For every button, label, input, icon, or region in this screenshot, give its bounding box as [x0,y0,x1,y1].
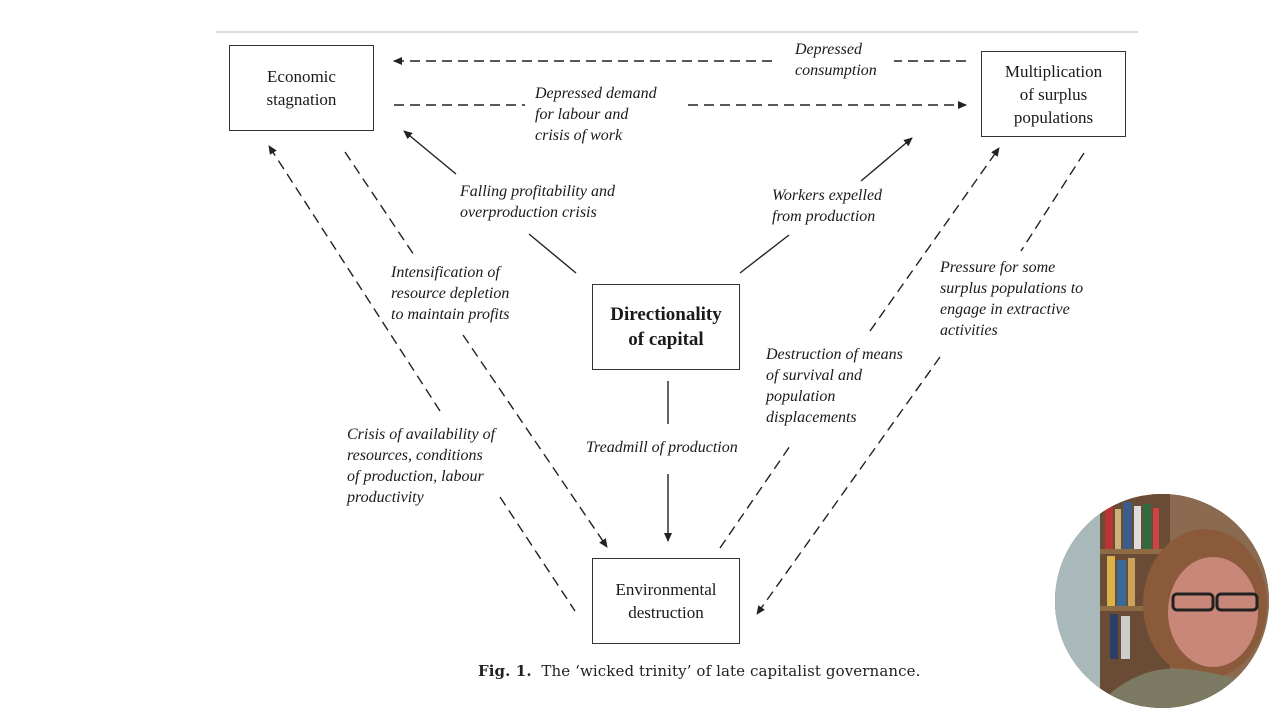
node-directionality-of-capital: Directionality of capital [592,284,740,370]
edge-intensification-lower [462,334,608,548]
edge-pressure-upper [1020,152,1085,252]
edge-crisis-availability-lower [499,496,576,612]
caption-prefix: Fig. 1. [478,662,532,680]
edge-workers-expelled-upper [860,137,913,182]
node-environmental-destruction: Environmental destruction [592,558,740,644]
edge-crisis-availability-upper [268,145,441,412]
presenter-webcam-video [1055,494,1269,708]
edge-falling-profitability-lower [528,233,577,274]
label-depressed-demand: Depressed demand for labour and crisis o… [535,85,657,144]
edge-pressure-lower [756,356,941,615]
label-falling-profitability: Falling profitability and overproduction… [460,183,615,221]
page-top-divider [216,31,1138,33]
edge-falling-profitability-upper [403,130,457,175]
figure-caption: Fig. 1. The ‘wicked trinity’ of late cap… [478,662,920,680]
node-surplus-populations: Multiplication of surplus populations [981,51,1126,137]
caption-text: The ‘wicked trinity’ of late capitalist … [541,662,921,680]
edge-destruction-means-upper [869,147,1000,332]
label-crisis-of-availability: Crisis of availability of resources, con… [347,426,496,506]
label-treadmill: Treadmill of production [586,439,738,456]
label-pressure: Pressure for some surplus populations to… [940,259,1084,339]
node-economic-stagnation: Economic stagnation [229,45,374,131]
label-intensification: Intensification of resource depletion to… [391,264,510,323]
edge-destruction-means-lower [719,445,791,549]
label-destruction-of-means: Destruction of means of survival and pop… [766,346,903,426]
edge-intensification-upper [344,151,415,256]
webcam-scene-image [1055,494,1269,708]
label-workers-expelled: Workers expelled from production [772,187,883,225]
label-depressed-consumption: Depressed consumption [795,41,877,79]
edge-workers-expelled-lower [739,234,790,274]
